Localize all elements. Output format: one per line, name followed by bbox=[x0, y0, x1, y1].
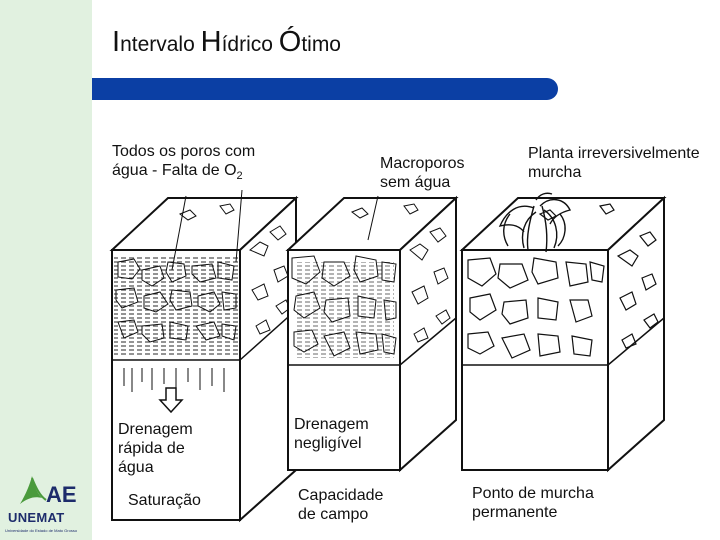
slide-title: Intervalo Hídrico Ótimo bbox=[112, 26, 341, 59]
title-initial-2: H bbox=[200, 26, 222, 58]
label-negligible-drainage: Drenagem negligível bbox=[294, 416, 369, 452]
title-part-1: ntervalo bbox=[120, 33, 201, 56]
logo-name: UNEMAT bbox=[8, 510, 65, 525]
logo-subtitle: Universidade do Estado de Mato Grosso bbox=[5, 528, 78, 533]
block-saturated bbox=[109, 189, 299, 523]
label-macropores-dry: Macroporos sem água bbox=[380, 155, 465, 191]
label-fast-drainage: Drenagem rápida de água bbox=[118, 421, 193, 476]
block-field-capacity bbox=[285, 195, 459, 473]
label-field-capacity: Capacidade de campo bbox=[298, 487, 384, 523]
left-sidebar bbox=[0, 0, 92, 540]
label-saturation: Saturação bbox=[128, 492, 201, 509]
block-wilting-point bbox=[459, 192, 667, 473]
unemat-logo-icon: AE bbox=[20, 476, 77, 507]
title-underline-bar bbox=[92, 78, 558, 100]
title-part-3: timo bbox=[301, 33, 341, 56]
title-initial-3: Ó bbox=[278, 26, 302, 58]
label-plant-wilted: Planta irreversivelmente murcha bbox=[528, 145, 700, 181]
title-part-2: ídrico bbox=[221, 33, 279, 56]
label-all-pores-water: Todos os poros com água - Falta de O2 bbox=[112, 143, 256, 183]
title-initial-1: I bbox=[112, 26, 121, 58]
wilted-plant-icon bbox=[498, 192, 572, 253]
label-wilting-point: Ponto de murcha permanente bbox=[472, 485, 594, 521]
logo-mark: AE bbox=[46, 482, 77, 507]
